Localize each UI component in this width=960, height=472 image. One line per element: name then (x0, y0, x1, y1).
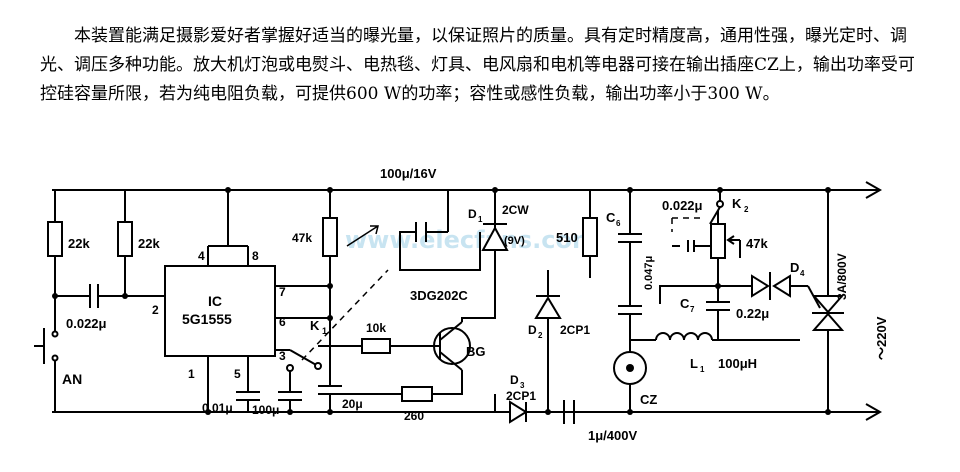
k1-label: K (310, 318, 320, 333)
d3-type: 2CP1 (506, 389, 536, 403)
resistor-260: 260 (330, 386, 433, 423)
capacitor-input: 0.022μ (52, 284, 165, 331)
d1-sub: 1 (478, 215, 483, 224)
c6-sub: 6 (616, 219, 621, 228)
r260-label: 260 (404, 409, 424, 423)
c-top-label: 100μ/16V (380, 166, 437, 181)
c7-sub: 7 (690, 305, 695, 314)
c1u-label: 1μ/400V (588, 428, 637, 443)
c100-label: 100μ (252, 403, 279, 417)
capacitor-c6: C 6 0.047μ (606, 190, 655, 352)
capacitor-c7: C 7 0.22μ (680, 283, 769, 340)
ic-part: 5G1555 (182, 311, 232, 327)
d3-label: D (510, 373, 519, 387)
r1-label: 22k (68, 236, 90, 251)
pin2-label: 2 (152, 303, 159, 317)
d1-label: D (468, 207, 477, 221)
c20-label: 20μ (342, 397, 363, 411)
resistor-10k: 10k (318, 321, 440, 354)
k1-sub: 1 (322, 326, 327, 336)
l1-val: 100μH (718, 356, 757, 371)
r10k-label: 10k (366, 321, 386, 335)
c7-val: 0.22μ (736, 306, 769, 321)
resistor-510: 510 (556, 190, 598, 278)
pin1-label: 1 (188, 367, 195, 381)
d4-sub: 4 (800, 269, 805, 278)
pin6-label: 6 (279, 315, 286, 329)
k2-sub: 2 (744, 205, 749, 214)
bg-label: BG (466, 344, 486, 359)
switch-k1: K 1 (286, 269, 389, 372)
socket-cz: CZ (613, 351, 657, 412)
r2-label: 22k (138, 236, 160, 251)
capacitor-100u: 100μ (252, 371, 302, 417)
diode-d2: D 2 2CP1 (528, 270, 590, 412)
capacitor-100u-16v: 100μ/16V (380, 166, 481, 271)
pin3-label: 3 (279, 349, 286, 363)
triac: 3A/800V (807, 190, 849, 412)
potentiometer-47k: 47k (659, 210, 768, 304)
d3-sub: 3 (520, 381, 525, 390)
an-label: AN (62, 371, 82, 387)
c7-label: C (680, 296, 690, 311)
capacitor-20u: 20μ (318, 350, 363, 412)
pin5-label: 5 (234, 367, 241, 381)
cz-label: CZ (640, 392, 657, 407)
diode-d3: D 3 2CP1 (494, 373, 536, 424)
r3-label: 47k (292, 231, 312, 245)
bottom-rail (52, 403, 883, 421)
triac-label: 3A/800V (835, 253, 849, 300)
ic-name: IC (208, 293, 222, 309)
d2-type: 2CP1 (560, 323, 590, 337)
pin4-label: 4 (198, 249, 205, 263)
c6-label: C (606, 210, 616, 225)
d2-sub: 2 (538, 331, 543, 340)
switch-k2: 0.022μ K 2 (662, 190, 749, 252)
r510-label: 510 (556, 230, 578, 245)
resistor-47k-timing: 47k (292, 190, 379, 350)
c022-label: 0.022μ (662, 198, 703, 213)
l1-label: L (690, 356, 698, 371)
capacitor-1u-400v: 1μ/400V (563, 400, 637, 443)
d4-label: D (790, 260, 799, 275)
resistor-r1: 22k (47, 190, 90, 296)
k2-label: K (732, 196, 742, 211)
d1-type: 2CW (502, 203, 529, 217)
resistor-r2: 22k (117, 190, 160, 296)
inductor-l1: L 1 100μH (630, 332, 800, 374)
d1-volt: (9V) (504, 235, 525, 247)
rp47-label: 47k (746, 236, 768, 251)
c6-val: 0.047μ (643, 256, 655, 290)
transistor-label: 3DG202C (410, 288, 468, 303)
mains-label: ～220V (874, 316, 889, 360)
mains-text: ～220V (874, 316, 889, 360)
diac-d4: D 4 (718, 260, 808, 300)
d2-label: D (528, 323, 537, 337)
top-rail (52, 181, 883, 199)
intro-paragraph: 本装置能满足摄影爱好者掌握好适当的曝光量，以保证照片的质量。具有定时精度高，通用… (40, 26, 915, 104)
ic-5g1555: IC 5G1555 4 8 2 7 6 3 1 5 (152, 190, 330, 412)
pin8-label: 8 (252, 249, 259, 263)
watermark-text: www.elecfans.com (345, 226, 597, 254)
l1-sub: 1 (700, 365, 705, 374)
an-pushbutton: AN (34, 296, 82, 412)
pin7-label: 7 (279, 285, 286, 299)
c-in-label: 0.022μ (66, 316, 107, 331)
zener-d1: D 1 2CW (9V) (468, 190, 529, 270)
